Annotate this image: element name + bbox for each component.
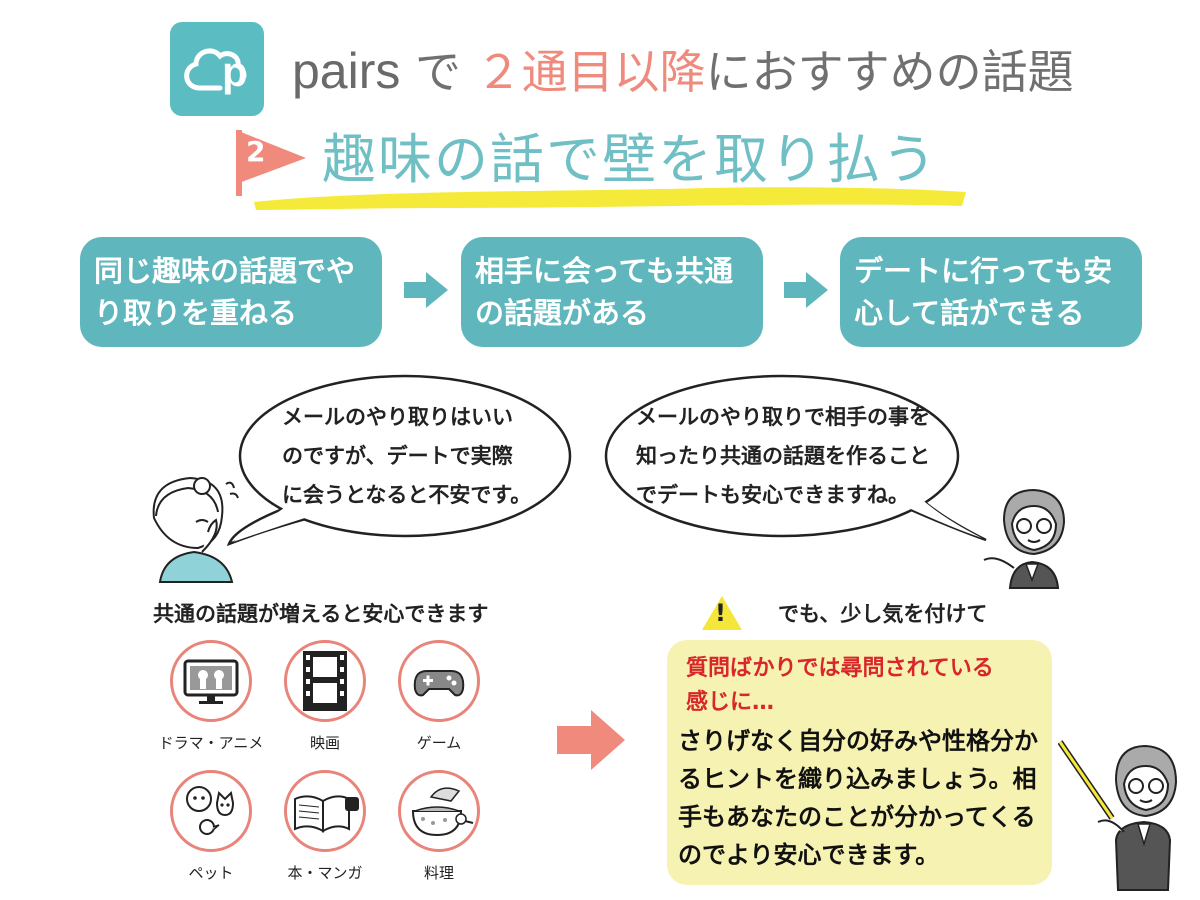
speech-bubble-left — [226, 374, 572, 547]
bubble-left-line: メールのやり取りはいい — [282, 405, 513, 429]
bubble-left-text: メールのやり取りはいい のですが、デートで実際 に会うとなると不安です。 — [282, 398, 531, 515]
page-title: pairs で ２通目以降におすすめの話題 — [292, 36, 1074, 106]
section-title: 趣味の話で壁を取り払う — [322, 128, 938, 191]
topic-label: ペット — [188, 864, 234, 882]
topics-title: 共通の話題が増えると安心できます — [153, 602, 489, 626]
cloud-logo-icon — [184, 48, 247, 91]
advice-body-line: さりげなく自分の好みや性格分か — [678, 727, 1038, 755]
arrow-right-icon — [784, 272, 828, 308]
topic-label: ドラマ・アニメ — [158, 734, 264, 752]
speech-bubble-right — [604, 374, 987, 542]
section-number: 2 — [246, 135, 266, 168]
flow-step-2: 相手に会っても共通 の話題がある — [461, 237, 763, 347]
cooking-icon — [411, 787, 474, 837]
teacher-pointer-illustration — [1058, 740, 1178, 891]
bubble-right-line: でデートも安心できますね。 — [636, 483, 909, 507]
warning-text: でも、少し気を付けて — [778, 602, 988, 626]
warning-icon — [702, 596, 742, 630]
teacher-illustration — [983, 488, 1066, 589]
flow-step-2-line2: の話題がある — [475, 296, 650, 330]
topic-label: 映画 — [309, 734, 340, 752]
pairs-logo: p — [170, 22, 264, 116]
bubble-left-line: のですが、デートで実際 — [282, 444, 513, 468]
arrow-right-icon — [557, 710, 625, 770]
highlight-stroke — [254, 187, 966, 210]
bubble-left-line: に会うとなると不安です。 — [282, 483, 532, 507]
warning-symbol: ! — [715, 599, 726, 627]
flow-step-1: 同じ趣味の話題でや り取りを重ねる — [80, 237, 382, 347]
pets-icon — [186, 786, 235, 835]
topic-movie — [284, 640, 366, 722]
flow-step-3-line1: デートに行っても安 — [854, 254, 1113, 288]
topic-pets — [170, 770, 252, 852]
book-icon — [294, 795, 359, 833]
topic-label: 本・マンガ — [287, 864, 363, 882]
film-icon — [303, 651, 347, 711]
advice-red-line: 感じに… — [686, 690, 775, 715]
bubble-right-line: メールのやり取りで相手の事を — [636, 405, 930, 429]
advice-red-line: 質問ばかりでは尋問されている — [686, 656, 994, 681]
worried-woman-illustration — [152, 476, 239, 583]
title-end: におすすめの話題 — [705, 45, 1074, 99]
section-flag-icon — [236, 130, 306, 196]
advice-box — [667, 640, 1052, 885]
advice-body-text: さりげなく自分の好みや性格分か るヒントを織り込みましょう。相 手もあなたのこと… — [678, 722, 1038, 874]
advice-body-line: るヒントを織り込みましょう。相 — [678, 765, 1037, 793]
topic-books — [284, 770, 366, 852]
bubble-right-text: メールのやり取りで相手の事を 知ったり共通の話題を作ること でデートも安心できま… — [636, 398, 930, 515]
topic-game — [398, 640, 480, 722]
advice-body-line: 手もあなたのことが分かってくる — [678, 803, 1036, 831]
topic-cooking — [398, 770, 480, 852]
flow-step-2-line1: 相手に会っても共通 — [475, 254, 734, 288]
flow-step-1-line1: 同じ趣味の話題でや — [94, 254, 356, 288]
flow-step-3: デートに行っても安 心して話ができる — [840, 237, 1142, 347]
arrow-right-icon — [404, 272, 448, 308]
advice-red-text: 質問ばかりでは尋問されている 感じに… — [686, 652, 994, 720]
bubble-right-line: 知ったり共通の話題を作ること — [636, 444, 930, 468]
logo-letter: p — [222, 48, 248, 95]
flow-step-3-line2: 心して話ができる — [854, 296, 1085, 330]
topic-drama-anime — [170, 640, 252, 722]
flow-step-1-line2: り取りを重ねる — [94, 296, 298, 330]
tv-icon — [183, 659, 239, 704]
topic-label: ゲーム — [416, 734, 462, 752]
topic-label: 料理 — [423, 864, 454, 882]
title-highlight: ２通目以降 — [475, 45, 706, 99]
advice-body-line: のでより安心できます。 — [678, 841, 940, 869]
gamepad-icon — [413, 670, 465, 697]
brand-name: pairs — [292, 43, 401, 99]
title-particle: で — [415, 45, 461, 99]
